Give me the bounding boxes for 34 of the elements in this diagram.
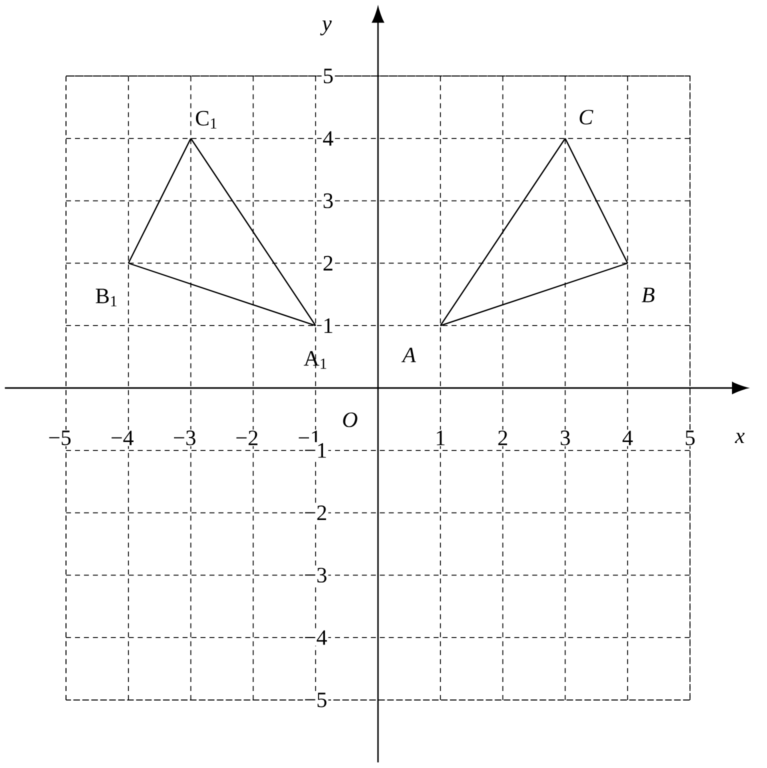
- point-label: A: [401, 348, 416, 362]
- axis-label: x: [734, 432, 746, 444]
- point-label: A$_{1}$: [304, 351, 326, 369]
- triangle-side: [128, 262, 316, 326]
- tick-label: −5: [47, 430, 72, 446]
- axis-label: y: [320, 20, 333, 36]
- tick-label: −2: [234, 430, 260, 446]
- tick-label: −4: [110, 430, 135, 446]
- triangle-side: [564, 138, 628, 264]
- point-label: C$_{1}$: [196, 110, 216, 128]
- tick-label: −2: [302, 504, 328, 522]
- tick-label: 5: [322, 68, 335, 84]
- tick-label: −5: [302, 692, 328, 708]
- point-label: B$_{1}$: [96, 288, 117, 306]
- tick-label: 2: [496, 430, 510, 446]
- tick-label: 3: [322, 192, 335, 210]
- tick-label: 4: [621, 430, 634, 446]
- tick-label: 2: [322, 254, 335, 272]
- triangle-side: [440, 138, 566, 326]
- point-label: B: [642, 288, 654, 302]
- tick-label: 5: [684, 430, 696, 446]
- tick-label: 4: [322, 130, 335, 147]
- tick-label: −1: [302, 442, 328, 459]
- tick-label: −4: [302, 629, 328, 646]
- axis-label: O: [341, 411, 359, 428]
- tick-label: 1: [322, 317, 335, 334]
- triangle-side: [190, 138, 316, 326]
- tick-label: 1: [434, 430, 447, 446]
- triangle-side: [440, 262, 628, 326]
- point-label: C: [580, 110, 594, 125]
- tick-label: −3: [302, 566, 328, 584]
- tick-label: −3: [172, 430, 198, 446]
- tick-label: 3: [558, 430, 572, 446]
- triangle-side: [128, 138, 192, 264]
